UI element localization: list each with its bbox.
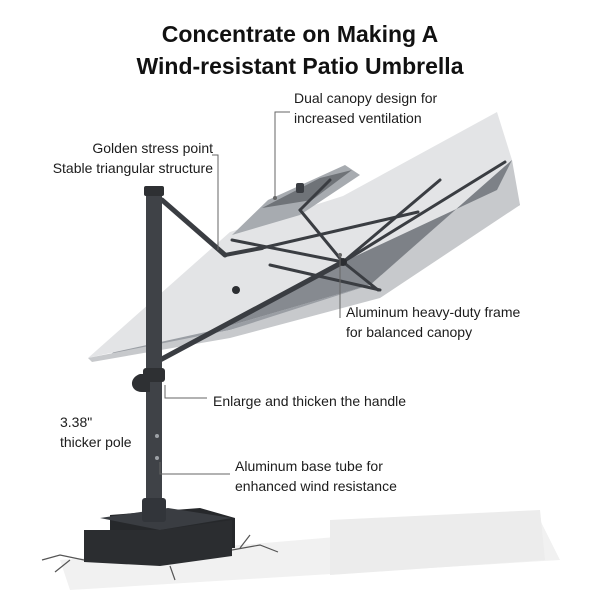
callout-dual-canopy-line-1: Dual canopy design for: [294, 90, 438, 106]
callout-base: Aluminum base tube for enhanced wind res…: [235, 456, 397, 496]
callout-stress-point: Golden stress point Stable triangular st…: [38, 138, 213, 178]
callout-pole: 3.38" thicker pole: [60, 412, 132, 452]
stress-strut-2: [223, 246, 264, 257]
callout-pole-line-1: 3.38": [60, 414, 93, 430]
title-line-1: Concentrate on Making A: [161, 21, 439, 47]
callout-base-line-2: enhanced wind resistance: [235, 478, 397, 494]
stress-strut: [159, 197, 228, 258]
base-front: [84, 520, 232, 566]
canopy-front-shade: [88, 160, 520, 362]
wall-shadow: [330, 510, 545, 575]
callout-stress-point-line-1: Golden stress point: [92, 140, 213, 156]
callout-base-line-1: Aluminum base tube for: [235, 458, 383, 474]
callout-frame-line-2: for balanced canopy: [346, 324, 473, 340]
canopy-under-panel-2: [343, 160, 512, 285]
callout-dual-canopy-line-2: increased ventilation: [294, 110, 422, 126]
ground-cracks: [41, 534, 279, 581]
stress-joint: [232, 286, 240, 294]
frame-ribs: [213, 160, 507, 332]
callout-stress-point-line-2: Stable triangular structure: [52, 160, 213, 176]
pole-top-cap: [144, 186, 164, 196]
callout-dual-canopy: Dual canopy design for increased ventila…: [294, 88, 437, 128]
title-line-2: Wind-resistant Patio Umbrella: [136, 53, 464, 79]
callout-pole-line-2: thicker pole: [60, 434, 132, 450]
callout-handle: Enlarge and thicken the handle: [213, 391, 406, 411]
leader-lines: [159, 111, 341, 475]
vent-finial: [296, 183, 304, 193]
callout-frame: Aluminum heavy-duty frame for balanced c…: [346, 302, 520, 342]
callout-frame-line-1: Aluminum heavy-duty frame: [346, 304, 521, 320]
handle-collar: [143, 368, 165, 382]
frame-hub: [339, 258, 347, 266]
callout-handle-line-1: Enlarge and thicken the handle: [213, 393, 407, 409]
page-title: Concentrate on Making A Wind-resistant P…: [0, 18, 600, 82]
cantilever-arm: [157, 259, 346, 363]
main-canopy: [88, 112, 512, 358]
base-tube: [142, 498, 166, 522]
